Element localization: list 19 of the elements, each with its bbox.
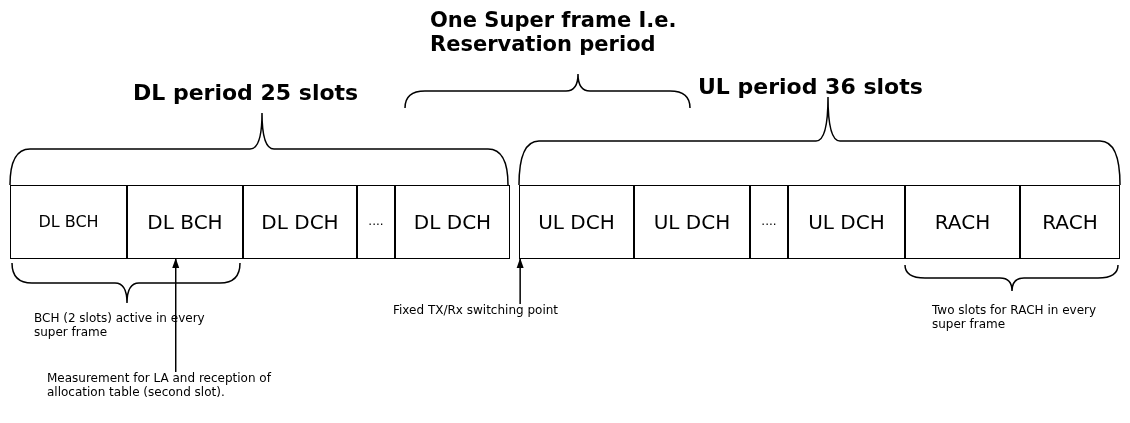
slot-cell: DL BCH (10, 185, 127, 259)
annotation-text: Measurement for LA and reception of allocation table (second slot). (47, 372, 282, 400)
slot-cell: .... (750, 185, 788, 259)
period-heading: UL period 36 slots (698, 74, 924, 100)
slot-cell: DL DCH (243, 185, 357, 259)
slot-cell: UL DCH (788, 185, 905, 259)
brace-caption: Two slots for RACH in every super frame (932, 304, 1097, 332)
slot-cell: UL DCH (519, 185, 634, 259)
slot-cell: DL BCH (127, 185, 243, 259)
arrow (172, 258, 180, 373)
period-heading: DL period 25 slots (133, 80, 360, 106)
slot-cell: RACH (1020, 185, 1120, 259)
annotation-text: Fixed TX/Rx switching point (393, 304, 653, 318)
period-heading: One Super frame I.e. Reservation period (430, 8, 678, 57)
arrow (516, 258, 524, 305)
slot-cell: .... (357, 185, 395, 259)
slot-cell: RACH (905, 185, 1020, 259)
slot-cell: UL DCH (634, 185, 750, 259)
slot-cell: DL DCH (395, 185, 510, 259)
